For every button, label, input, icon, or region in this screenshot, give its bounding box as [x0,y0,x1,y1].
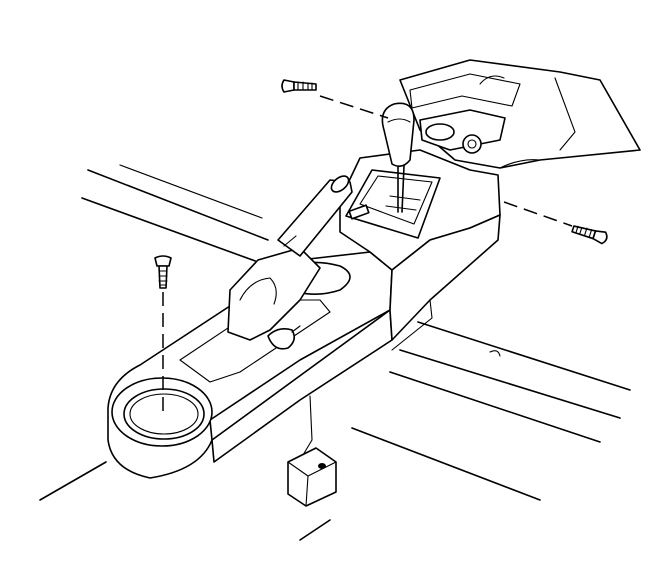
screw-axis-left [319,95,389,119]
floor-lines [39,164,631,541]
shift-knob [381,102,415,213]
instrument-panel [399,59,641,169]
parking-brake-lever [227,175,353,350]
screw-icon [281,79,317,93]
screw-icon [571,225,608,245]
floor-connector [287,447,337,507]
screw-icon [154,255,172,289]
screw-axis-right [503,201,573,227]
